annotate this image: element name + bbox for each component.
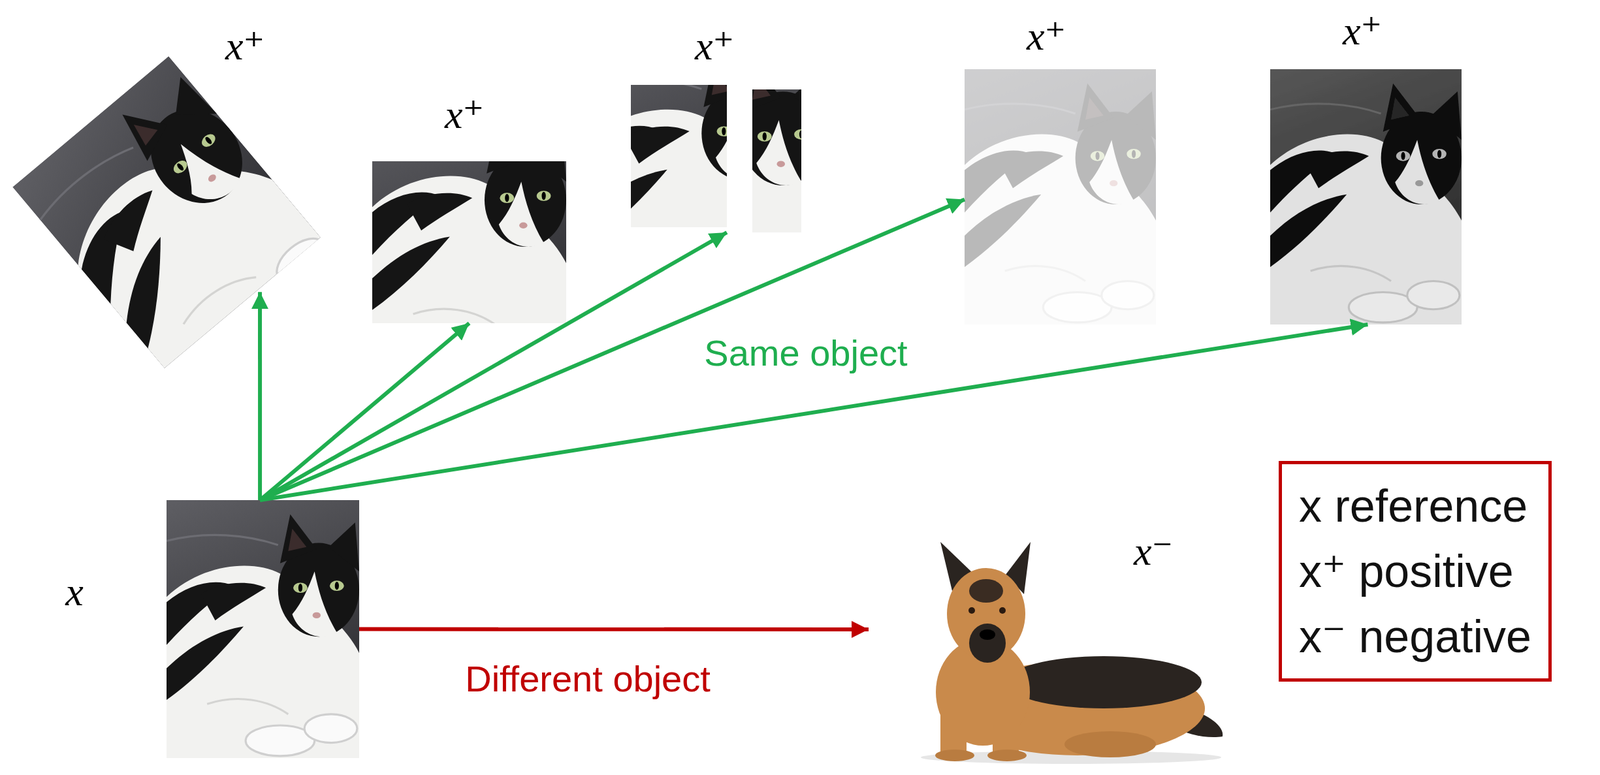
image-label: x⁺	[694, 25, 735, 66]
image-label: x⁺	[1342, 10, 1382, 51]
positive-image: x⁺	[964, 69, 1156, 325]
arrow-connector	[259, 324, 1368, 501]
arrow-connector	[259, 199, 965, 501]
arrow-connector	[259, 232, 727, 501]
positive-image: x⁺	[1270, 69, 1462, 325]
reference-image: x	[166, 500, 360, 759]
legend-entry: x⁻ negative	[1298, 604, 1532, 670]
arrow-connector	[257, 291, 262, 501]
positive-image: x⁺	[12, 56, 321, 369]
image-label: x⁺	[1026, 15, 1066, 57]
image-label: x⁻	[1133, 530, 1173, 572]
group-label: Same object	[698, 331, 913, 375]
legend-box: x referencex⁺ positivex⁻ negative	[1278, 461, 1552, 682]
positive-image: x⁺	[372, 161, 567, 324]
edge-label: Different object	[459, 657, 716, 701]
arrow-connector	[359, 627, 869, 633]
negative-image: x⁻	[868, 540, 1225, 761]
positive-image: x⁺	[630, 84, 802, 233]
legend-entry: x⁺ positive	[1298, 538, 1532, 605]
image-label: x	[65, 571, 84, 612]
image-label: x⁺	[444, 94, 484, 135]
legend-entry: x reference	[1298, 473, 1532, 539]
image-label: x⁺	[225, 25, 265, 66]
